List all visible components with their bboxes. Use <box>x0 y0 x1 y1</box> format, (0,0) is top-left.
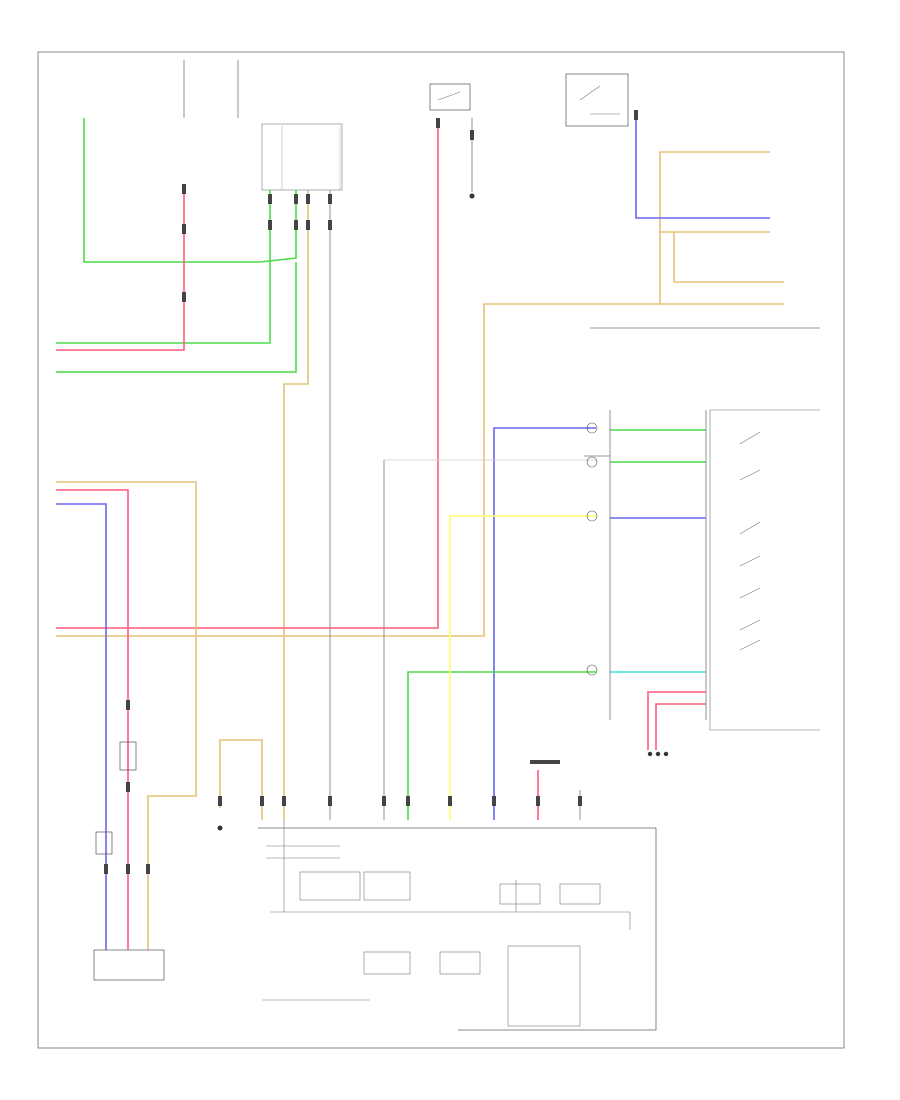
cpu-box-6 <box>439 951 481 975</box>
cpu-box-5 <box>363 951 411 975</box>
red-wire-left <box>56 489 129 950</box>
inline-connectors <box>586 422 598 676</box>
blue-wire-mid <box>493 427 596 820</box>
bottom-left-module <box>93 949 165 981</box>
tan-wire-right <box>56 151 770 637</box>
green-wire-2 <box>56 190 271 344</box>
cpu-box-7 <box>507 945 581 1027</box>
relay-block <box>261 123 343 191</box>
cpu-box-2 <box>363 871 411 901</box>
red-wire-main <box>56 118 439 629</box>
cpu-box-4 <box>559 883 601 905</box>
left-relay <box>119 741 137 771</box>
green-wire-mid <box>407 671 596 820</box>
left-fuse <box>95 831 113 855</box>
yellow-wire <box>449 515 596 820</box>
tan-wire-right-3 <box>673 232 784 283</box>
grey-guides <box>281 126 596 461</box>
cpu-box-3 <box>499 883 541 905</box>
control-unit-frame <box>258 827 657 1031</box>
tan-wire-left <box>56 481 197 950</box>
green-wire-3 <box>56 262 297 373</box>
pins <box>104 110 669 874</box>
cpu-box-1 <box>299 871 361 901</box>
green-wire-top <box>83 118 297 263</box>
blue-wire-left <box>56 503 107 950</box>
red-wire-harness-1 <box>647 691 706 750</box>
tan-wire-main <box>283 190 309 820</box>
thin-wires <box>183 60 820 820</box>
cpu-internal-bus <box>270 820 631 930</box>
right-switches <box>739 431 761 651</box>
top-right-switch-box <box>565 73 629 127</box>
wires <box>56 118 784 950</box>
clutch-switch-box <box>429 83 471 111</box>
components <box>93 73 820 1031</box>
red-wire-top <box>56 190 185 351</box>
red-wire-harness-2 <box>655 703 706 750</box>
blue-wire-top-right <box>635 120 770 219</box>
diagram-border <box>37 51 845 1049</box>
tan-wire-loop <box>219 739 263 820</box>
harness-bracket <box>709 409 820 731</box>
